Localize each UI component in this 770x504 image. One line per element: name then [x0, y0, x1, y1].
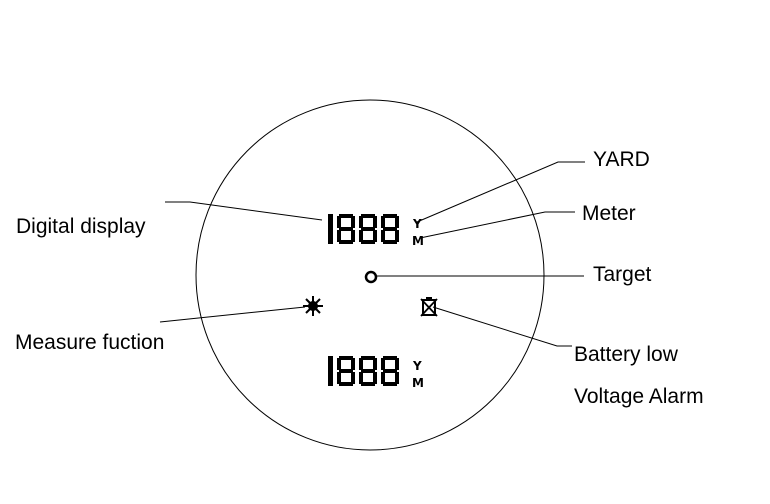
lower-unit-meter: M	[412, 376, 424, 390]
label-meter: Meter	[582, 202, 636, 225]
label-target: Target	[593, 263, 652, 286]
meter-leader-line	[419, 211, 575, 239]
digital-display-leader-line	[165, 201, 323, 221]
target-circle-icon	[364, 270, 378, 284]
yard-leader-line	[416, 161, 585, 223]
label-yard: YARD	[593, 148, 650, 171]
label-digital-display: Digital display	[16, 215, 146, 238]
label-measure-function: Measure fuction	[15, 331, 164, 354]
digit-8	[359, 356, 377, 386]
digit-8	[381, 356, 399, 386]
digit-8	[337, 214, 355, 244]
upper-unit-yard: Y	[412, 217, 422, 231]
digit-8	[337, 356, 355, 386]
sun-measure-icon	[303, 296, 323, 316]
upper-unit-meter: M	[412, 234, 424, 248]
upper-digital-readout	[328, 214, 399, 244]
digit-8	[359, 214, 377, 244]
lower-unit-yard: Y	[412, 359, 422, 373]
label-battery-low: Battery low	[574, 343, 679, 366]
battery-alarm-icon	[420, 297, 438, 317]
lower-digital-readout	[328, 356, 399, 386]
battery-leader-line	[432, 306, 572, 347]
viewfinder-circle	[195, 99, 545, 451]
label-voltage-alarm: Voltage Alarm	[574, 385, 704, 408]
digit-8	[381, 214, 399, 244]
measure-leader-line	[159, 306, 306, 323]
